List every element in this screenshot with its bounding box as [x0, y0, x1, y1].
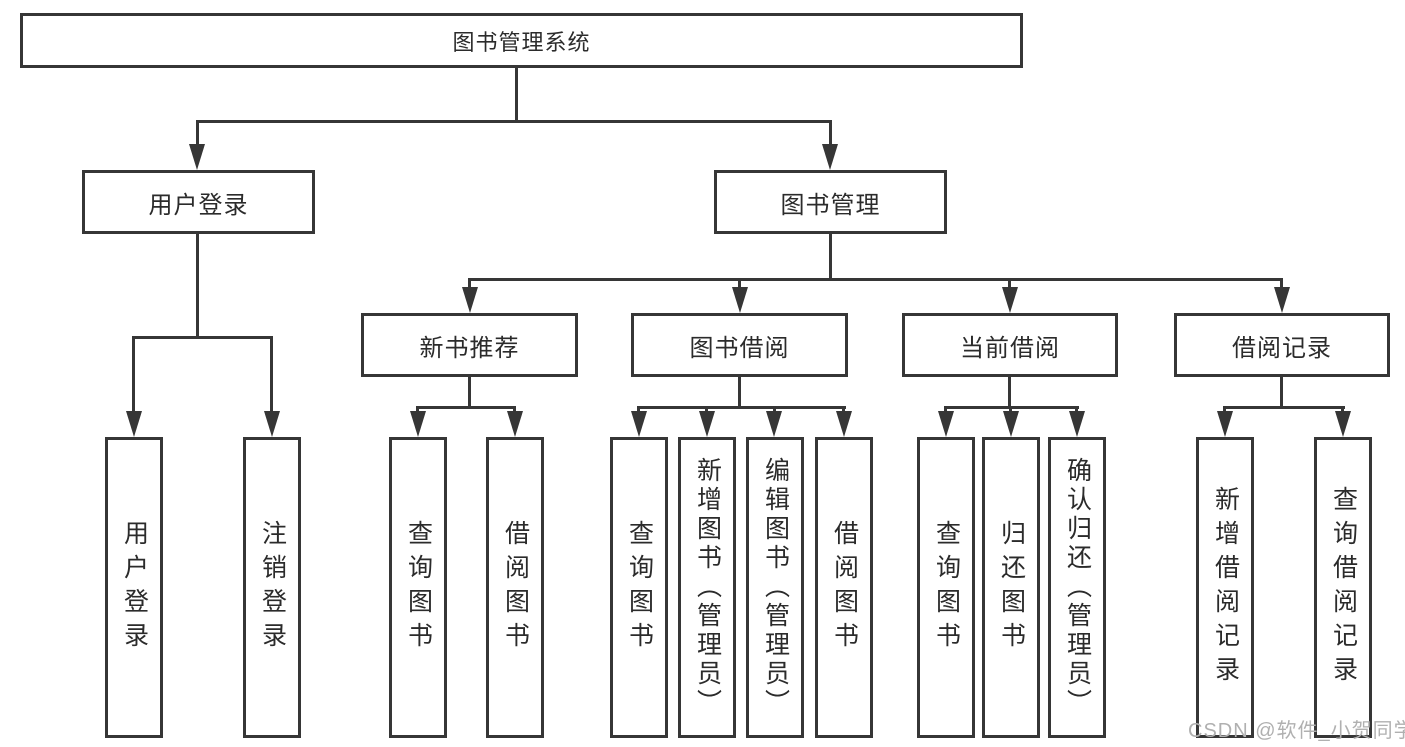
connector-line [1280, 375, 1283, 406]
arrowhead-down-icon [462, 287, 478, 313]
leaf-borrow-book-1: 借阅图书 [486, 437, 544, 738]
connector-line [738, 278, 741, 288]
connector-line [196, 120, 199, 146]
connector-line [944, 406, 947, 414]
connector-line [637, 406, 640, 414]
connector-line [132, 336, 273, 339]
connector-line [1075, 406, 1078, 414]
connector-line [1008, 375, 1011, 406]
node-label: 新书推荐 [419, 334, 520, 362]
arrowhead-down-icon [189, 144, 205, 170]
connector-line [416, 406, 515, 409]
leaf-logout: 注销登录 [243, 437, 301, 738]
arrowhead-down-icon [1002, 287, 1018, 313]
leaf-label: 新增借阅记录 [1211, 485, 1240, 690]
arrowhead-down-icon [1003, 411, 1019, 437]
arrowhead-down-icon [1069, 411, 1085, 437]
connector-line [513, 406, 516, 414]
csdn-watermark: CSDN @软件_小贺同学 [1188, 720, 1405, 742]
leaf-query-book-2: 查询图书 [610, 437, 668, 738]
arrowhead-down-icon [126, 411, 142, 437]
leaf-label: 确认归还（管理员） [1063, 457, 1092, 718]
connector-line [1008, 278, 1011, 288]
leaf-user-login: 用户登录 [105, 437, 163, 738]
node-label: 图书借阅 [689, 334, 790, 362]
arrowhead-down-icon [264, 411, 280, 437]
leaf-confirm-return-admin: 确认归还（管理员） [1048, 437, 1106, 738]
node-label: 图书管理 [780, 191, 881, 219]
leaf-query-book-3: 查询图书 [917, 437, 975, 738]
connector-line [1341, 406, 1344, 414]
leaf-add-book-admin: 新增图书（管理员） [678, 437, 736, 738]
connector-line [468, 375, 471, 406]
arrowhead-down-icon [836, 411, 852, 437]
node-book-borrow: 图书借阅 [631, 313, 848, 377]
connector-line [637, 406, 846, 409]
node-library-management-system: 图书管理系统 [20, 13, 1023, 68]
connector-line [515, 68, 518, 120]
leaf-label: 查询图书 [404, 519, 433, 656]
leaf-label: 查询图书 [625, 519, 654, 656]
connector-line [132, 336, 135, 411]
arrowhead-down-icon [766, 411, 782, 437]
arrowhead-down-icon [410, 411, 426, 437]
connector-line [1009, 406, 1012, 414]
leaf-label: 查询借阅记录 [1329, 485, 1358, 690]
connector-line [1223, 406, 1345, 409]
leaf-return-book: 归还图书 [982, 437, 1040, 738]
leaf-label: 编辑图书（管理员） [761, 457, 790, 718]
connector-line [829, 120, 832, 146]
node-label: 借阅记录 [1232, 334, 1332, 362]
connector-line [738, 375, 741, 406]
leaf-add-borrow-record: 新增借阅记录 [1196, 437, 1254, 738]
arrowhead-down-icon [1217, 411, 1233, 437]
connector-line [1280, 278, 1283, 288]
arrowhead-down-icon [938, 411, 954, 437]
leaf-query-borrow-record: 查询借阅记录 [1314, 437, 1372, 738]
connector-line [468, 278, 471, 288]
node-borrow-records: 借阅记录 [1174, 313, 1390, 377]
leaf-label: 归还图书 [997, 519, 1026, 656]
leaf-borrow-book-2: 借阅图书 [815, 437, 873, 738]
arrowhead-down-icon [1335, 411, 1351, 437]
connector-line [196, 232, 199, 336]
connector-line [829, 232, 832, 281]
node-label: 用户登录 [148, 191, 249, 219]
leaf-label: 借阅图书 [830, 519, 859, 656]
node-new-book-recommend: 新书推荐 [361, 313, 578, 377]
leaf-label: 新增图书（管理员） [693, 457, 722, 718]
connector-line [705, 406, 708, 414]
leaf-label: 用户登录 [120, 519, 149, 656]
connector-line [468, 278, 1282, 281]
leaf-label: 查询图书 [932, 519, 961, 656]
arrowhead-down-icon [732, 287, 748, 313]
node-book-management: 图书管理 [714, 170, 947, 234]
node-user-login: 用户登录 [82, 170, 315, 234]
arrowhead-down-icon [1274, 287, 1290, 313]
leaf-edit-book-admin: 编辑图书（管理员） [746, 437, 804, 738]
arrowhead-down-icon [507, 411, 523, 437]
connector-line [1223, 406, 1226, 414]
arrowhead-down-icon [631, 411, 647, 437]
connector-line [416, 406, 419, 414]
arrowhead-down-icon [699, 411, 715, 437]
node-label: 当前借阅 [960, 334, 1060, 362]
arrowhead-down-icon [822, 144, 838, 170]
leaf-label: 借阅图书 [501, 519, 530, 656]
connector-line [197, 120, 832, 123]
leaf-query-book-1: 查询图书 [389, 437, 447, 738]
node-current-borrow: 当前借阅 [902, 313, 1118, 377]
connector-line [773, 406, 776, 414]
node-label: 图书管理系统 [452, 29, 591, 55]
connector-line [842, 406, 845, 414]
leaf-label: 注销登录 [258, 519, 287, 656]
connector-line [270, 336, 273, 411]
